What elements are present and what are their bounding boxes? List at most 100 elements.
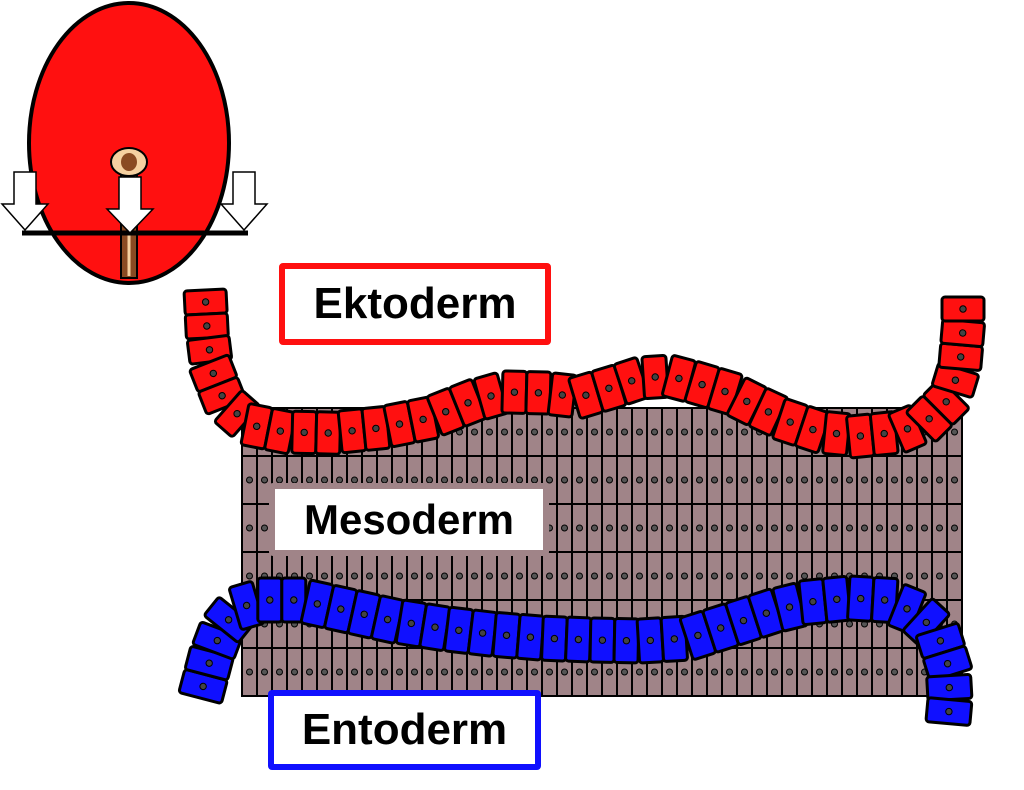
mesoderm-cell (706, 407, 723, 457)
mesoderm-cell (406, 647, 423, 697)
mesoderm-cell (826, 647, 843, 697)
mesoderm-cell (331, 647, 348, 697)
ektoderm-cell (939, 317, 986, 349)
mesoderm-cell (871, 647, 888, 697)
mesoderm-cell (511, 407, 528, 457)
mesoderm-cell (796, 503, 813, 553)
mesoderm-cell (616, 455, 633, 505)
ektoderm-label: Ektoderm (279, 263, 551, 345)
mesoderm-cell (781, 647, 798, 697)
mesoderm-cell (826, 503, 843, 553)
entoderm-cell (564, 615, 593, 664)
embryo-disc (27, 1, 231, 285)
mesoderm-cell (931, 455, 948, 505)
mesoderm-cell (691, 551, 708, 601)
entoderm-cell (280, 576, 308, 624)
mesoderm-cell (466, 551, 483, 601)
mesoderm-cell (376, 551, 393, 601)
mesoderm-cell (721, 647, 738, 697)
mesoderm-cell (631, 551, 648, 601)
mesoderm-cell (751, 503, 768, 553)
mesoderm-cell (676, 503, 693, 553)
mesoderm-cell (796, 455, 813, 505)
mesoderm-cell (631, 503, 648, 553)
mesoderm-cell (676, 455, 693, 505)
mesoderm-cell (436, 551, 453, 601)
mesoderm-cell (931, 503, 948, 553)
mesoderm-cell (481, 551, 498, 601)
mesoderm-cell (691, 455, 708, 505)
mesoderm-cell (241, 647, 258, 697)
mesoderm-cell (661, 503, 678, 553)
mesoderm-cell (916, 455, 933, 505)
mesoderm-cell (511, 551, 528, 601)
mesoderm-cell (556, 503, 573, 553)
entoderm-cell (635, 616, 665, 665)
mesoderm-cell (811, 647, 828, 697)
mesoderm-cell (406, 551, 423, 601)
entoderm-cell (612, 617, 641, 665)
mesoderm-cell (706, 551, 723, 601)
mesoderm-cell (571, 503, 588, 553)
mesoderm-cell (661, 551, 678, 601)
mesoderm-cell (601, 551, 618, 601)
mesoderm-cell (586, 503, 603, 553)
ektoderm-cell (182, 287, 229, 317)
mesoderm-cell (241, 455, 258, 505)
mesoderm-cell (571, 455, 588, 505)
mesoderm-cell (946, 455, 963, 505)
mesoderm-cell (661, 407, 678, 457)
mesoderm-cell (706, 503, 723, 553)
ektoderm-cell (640, 353, 670, 401)
ektoderm-cell (940, 295, 986, 323)
mesoderm-cell (676, 551, 693, 601)
mesoderm-cell (751, 647, 768, 697)
mesoderm-cell (736, 455, 753, 505)
mesoderm-cell (766, 455, 783, 505)
mesoderm-cell (556, 455, 573, 505)
mesoderm-cell (841, 503, 858, 553)
mesoderm-cell (436, 647, 453, 697)
mesoderm-cell (301, 647, 318, 697)
mesoderm-cell (586, 551, 603, 601)
down-arrow-icon (0, 171, 50, 232)
mesoderm-cell (571, 551, 588, 601)
mesoderm-cell (781, 503, 798, 553)
entoderm-cell (846, 574, 876, 623)
mesoderm-cell (751, 455, 768, 505)
mesoderm-cell (646, 503, 663, 553)
mesoderm-cell (916, 503, 933, 553)
mesoderm-cell (586, 455, 603, 505)
mesoderm-cell (316, 647, 333, 697)
mesoderm-cell (421, 551, 438, 601)
mesoderm-cell (706, 455, 723, 505)
mesoderm-cell (736, 647, 753, 697)
mesoderm-cell (841, 455, 858, 505)
inset-embryo (0, 1, 269, 285)
mesoderm-cell (946, 551, 963, 601)
mesoderm-cell (766, 647, 783, 697)
mesoderm-cell (631, 407, 648, 457)
mesoderm-cell (361, 647, 378, 697)
mesoderm-cell (856, 455, 873, 505)
mesoderm-cell (811, 503, 828, 553)
mesoderm-cell (826, 455, 843, 505)
mesoderm-cell (601, 407, 618, 457)
mesoderm-cell (451, 647, 468, 697)
mesoderm-cell (451, 551, 468, 601)
ektoderm-cell (183, 311, 230, 341)
mesoderm-cell (526, 551, 543, 601)
mesoderm-cell (616, 551, 633, 601)
mesoderm-cell (931, 551, 948, 601)
mesoderm-cell (721, 455, 738, 505)
mesoderm-cell (346, 647, 363, 697)
mesoderm-cell (856, 503, 873, 553)
mesoderm-cell (781, 455, 798, 505)
entoderm-cell (870, 576, 900, 624)
mesoderm-cell (871, 503, 888, 553)
mesoderm-cell (271, 647, 288, 697)
mesoderm-cell (256, 647, 273, 697)
mesoderm-cell (946, 503, 963, 553)
entoderm-label-text: Entoderm (301, 705, 508, 754)
